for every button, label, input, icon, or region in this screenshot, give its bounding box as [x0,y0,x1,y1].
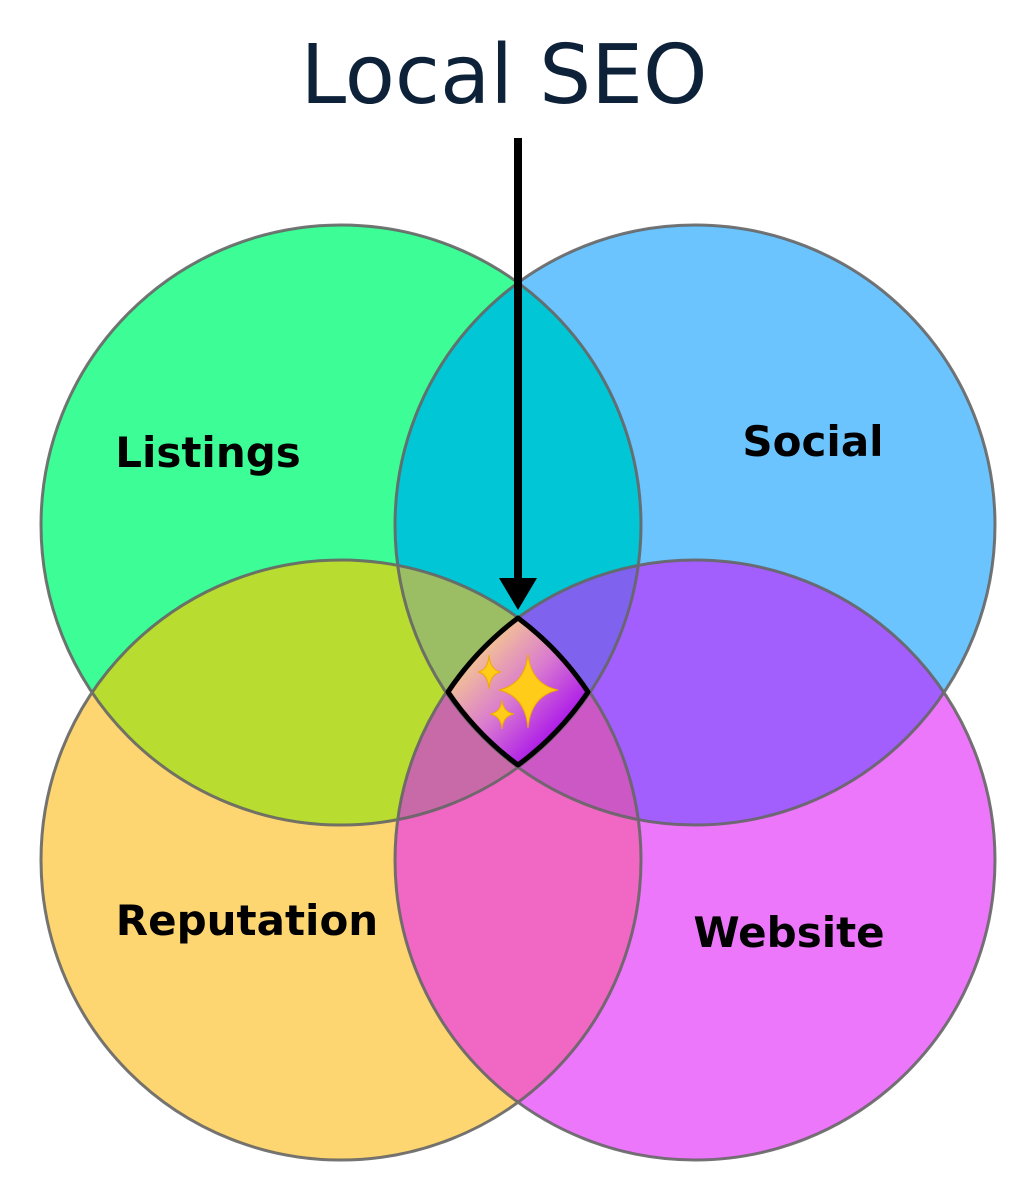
sparkles-icon [477,653,559,730]
listings-label: Listings [115,428,301,477]
diagram-title: Local SEO [301,28,708,123]
website-label: Website [693,908,884,957]
arrow-down-icon [499,138,537,610]
reputation-label: Reputation [116,896,378,945]
social-label: Social [742,417,883,466]
